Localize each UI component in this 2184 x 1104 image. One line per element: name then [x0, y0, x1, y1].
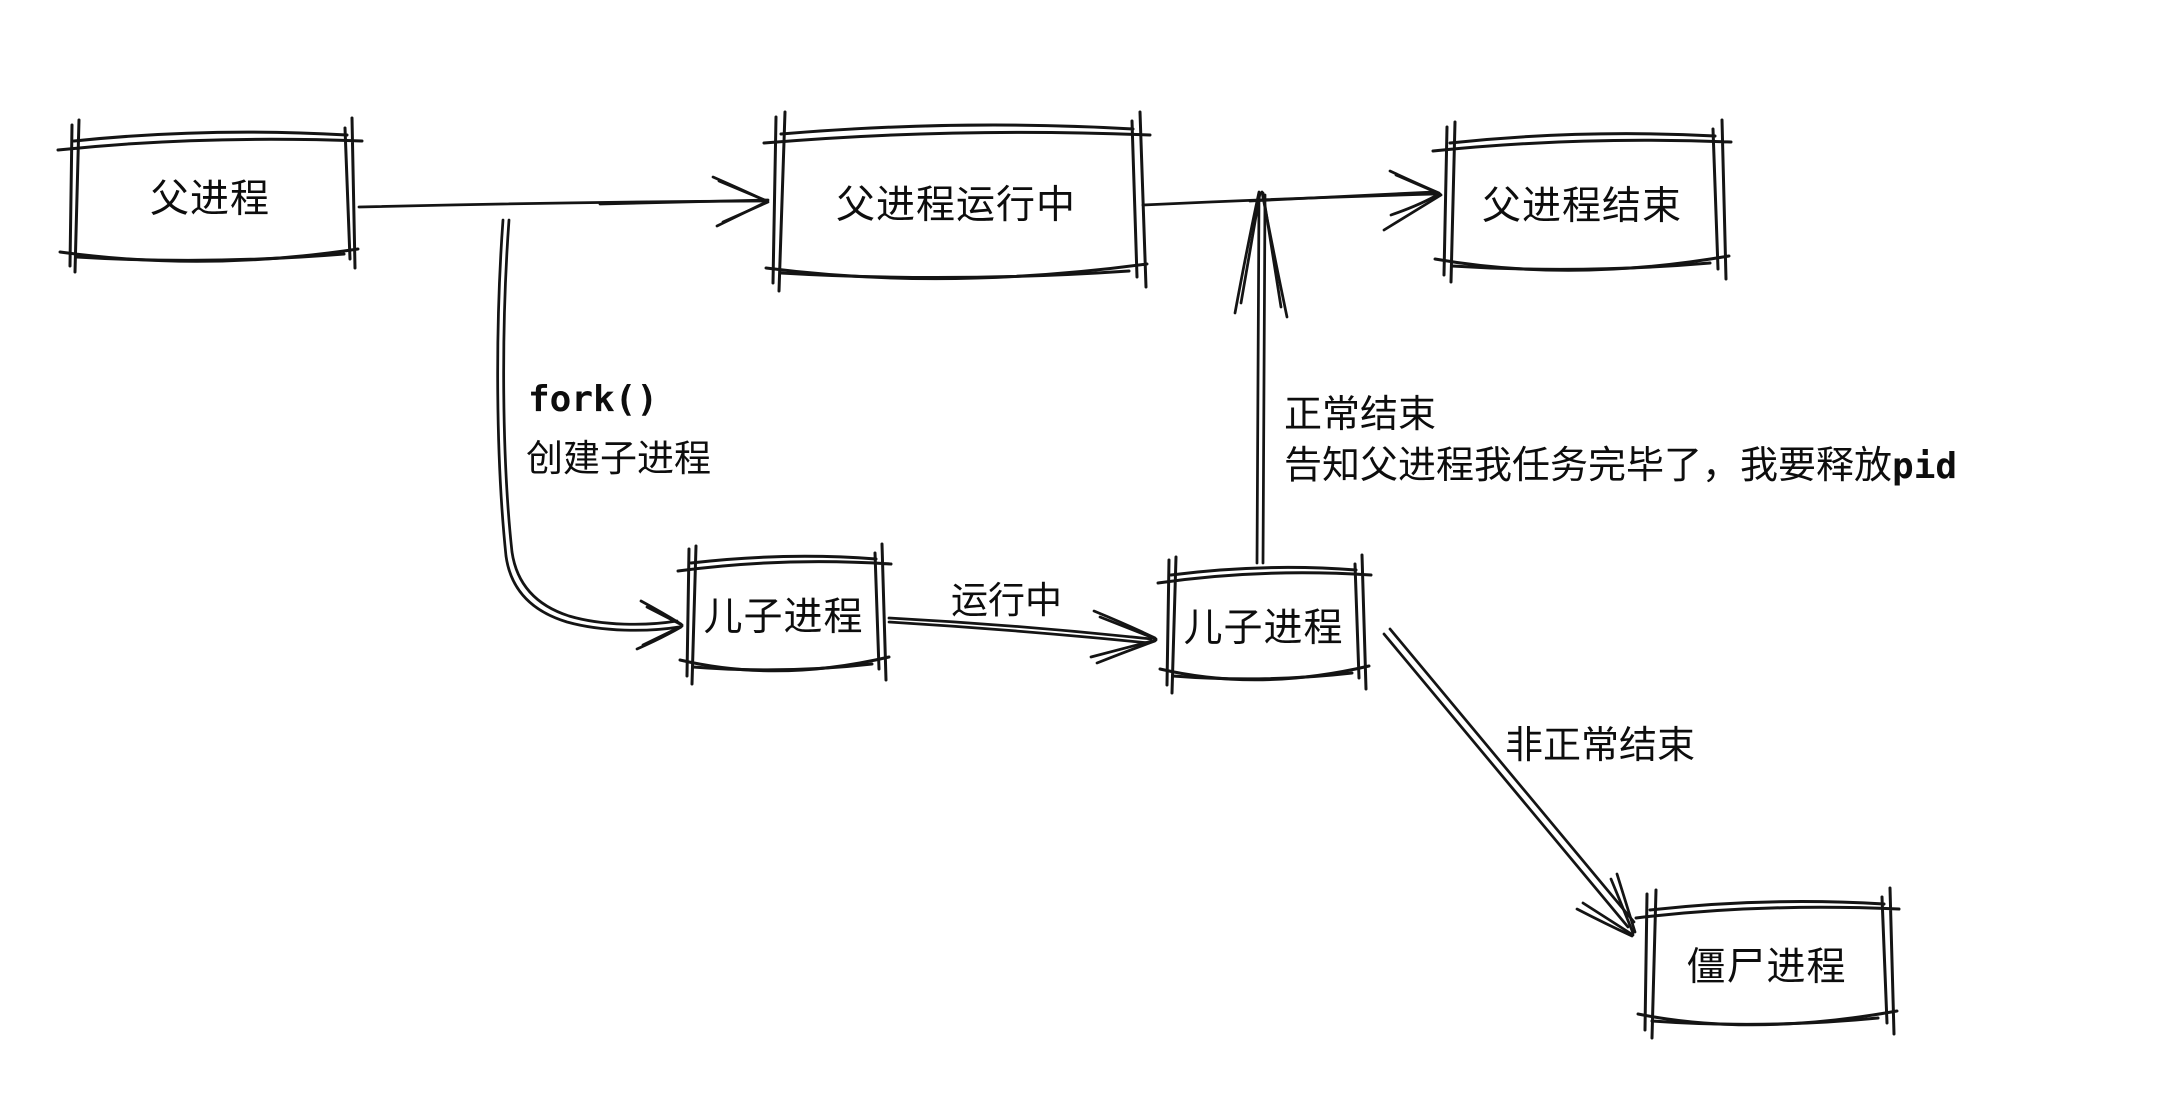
node-parent-running-label: 父进程运行中 [835, 183, 1076, 227]
node-child-2-label: 儿子进程 [1183, 606, 1344, 650]
arrow-abnormal-end [1382, 627, 1637, 938]
node-child-2-box [1156, 553, 1373, 695]
node-parent-box [56, 116, 364, 274]
abnormal-end-label: 非正常结束 [1505, 725, 1696, 767]
arrow-parent-to-running [357, 175, 770, 228]
node-parent-ended-box [1431, 118, 1733, 284]
arrow-fork [496, 218, 684, 651]
node-child-1-label: 儿子进程 [703, 596, 864, 639]
node-zombie-box [1634, 886, 1901, 1040]
arrow-normal-end [1233, 190, 1289, 565]
running-label: 运行中 [951, 580, 1062, 621]
normal-end-desc-label: 告知父进程我任务完毕了，我要释放pid [1284, 434, 1957, 489]
node-child-1-box [676, 542, 893, 686]
node-zombie-label: 僵尸进程 [1686, 945, 1847, 989]
node-parent-label: 父进程 [149, 178, 270, 221]
normal-end-title-label: 正常结束 [1284, 394, 1437, 436]
arrow-child-running [887, 609, 1158, 665]
fork-code-label: fork() [528, 379, 659, 420]
node-parent-ended-label: 父进程结束 [1481, 184, 1682, 228]
fork-desc-label: 创建子进程 [526, 438, 711, 479]
arrow-running-to-ended [1141, 169, 1443, 232]
node-parent-running-box [762, 110, 1152, 293]
normal-end-pid-code: pid [1892, 446, 1958, 487]
normal-end-desc-text: 告知父进程我任务完毕了，我要释放 [1284, 445, 1893, 487]
